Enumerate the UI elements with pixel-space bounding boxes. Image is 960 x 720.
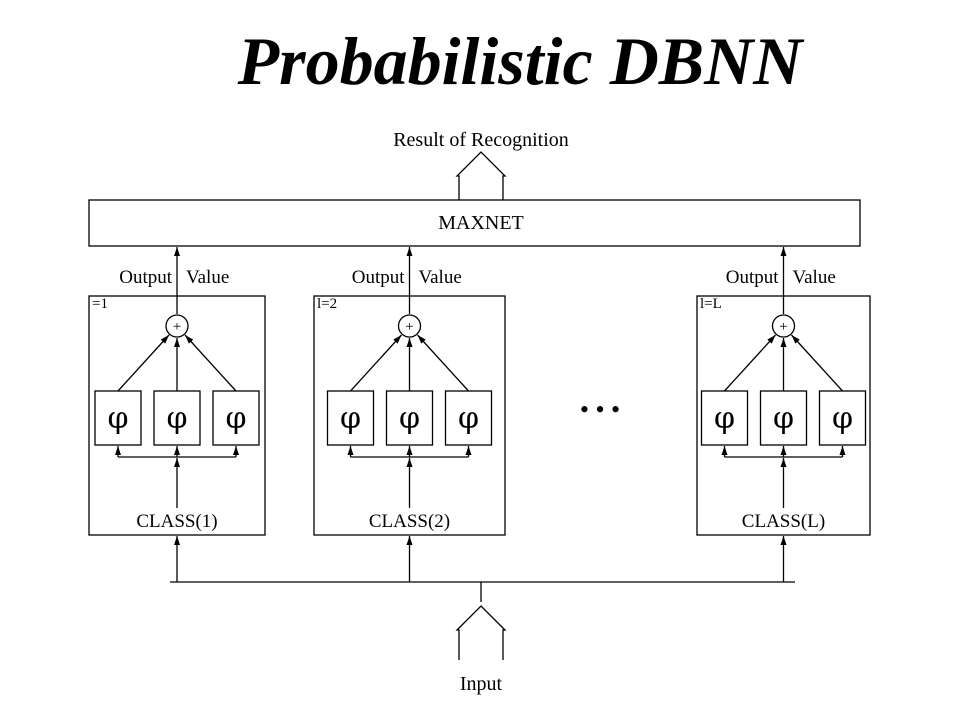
phi-symbol: φ [714,401,735,436]
plus-symbol: + [779,319,787,335]
value-label: Value [186,267,229,288]
phi-to-sum-arrow [350,334,402,392]
class-label: CLASS(1) [136,511,217,532]
class-index-label: l=2 [317,296,337,312]
input-arrow [455,605,507,660]
sum-node [771,314,796,338]
output-label: Output [726,267,780,288]
phi-symbol: φ [399,401,420,436]
phi-symbol: φ [832,401,853,436]
phi-symbol: φ [166,401,187,436]
phi-to-sum-arrow [184,334,237,392]
class-label: CLASS(2) [369,511,450,532]
class-index-label: l=L [700,296,722,312]
maxnet-label: MAXNET [438,212,524,234]
output-arrow [455,151,507,200]
phi-symbol: φ [107,401,128,436]
ellipsis: • • • [580,395,620,424]
output-label: Output [352,267,406,288]
phi-to-sum-arrow [117,334,170,392]
page-title: Probabilistic DBNN [237,23,803,99]
class-label: CLASS(L) [742,511,825,532]
result-label: Result of Recognition [393,129,569,151]
plus-symbol: + [405,319,413,335]
value-label: Value [419,267,462,288]
sum-node [397,314,422,338]
phi-to-sum-arrow [791,334,843,392]
input-label: Input [460,673,503,695]
maxnet-box [88,199,861,247]
phi-to-sum-arrow [417,334,469,392]
phi-symbol: φ [773,401,794,436]
plus-symbol: + [173,319,181,335]
sum-node [165,314,189,338]
phi-symbol: φ [340,401,361,436]
class-index-label: =1 [92,296,108,312]
value-label: Value [793,267,836,288]
phi-symbol: φ [225,401,246,436]
phi-to-sum-arrow [724,334,776,392]
output-label: Output [119,267,173,288]
phi-symbol: φ [458,401,479,436]
